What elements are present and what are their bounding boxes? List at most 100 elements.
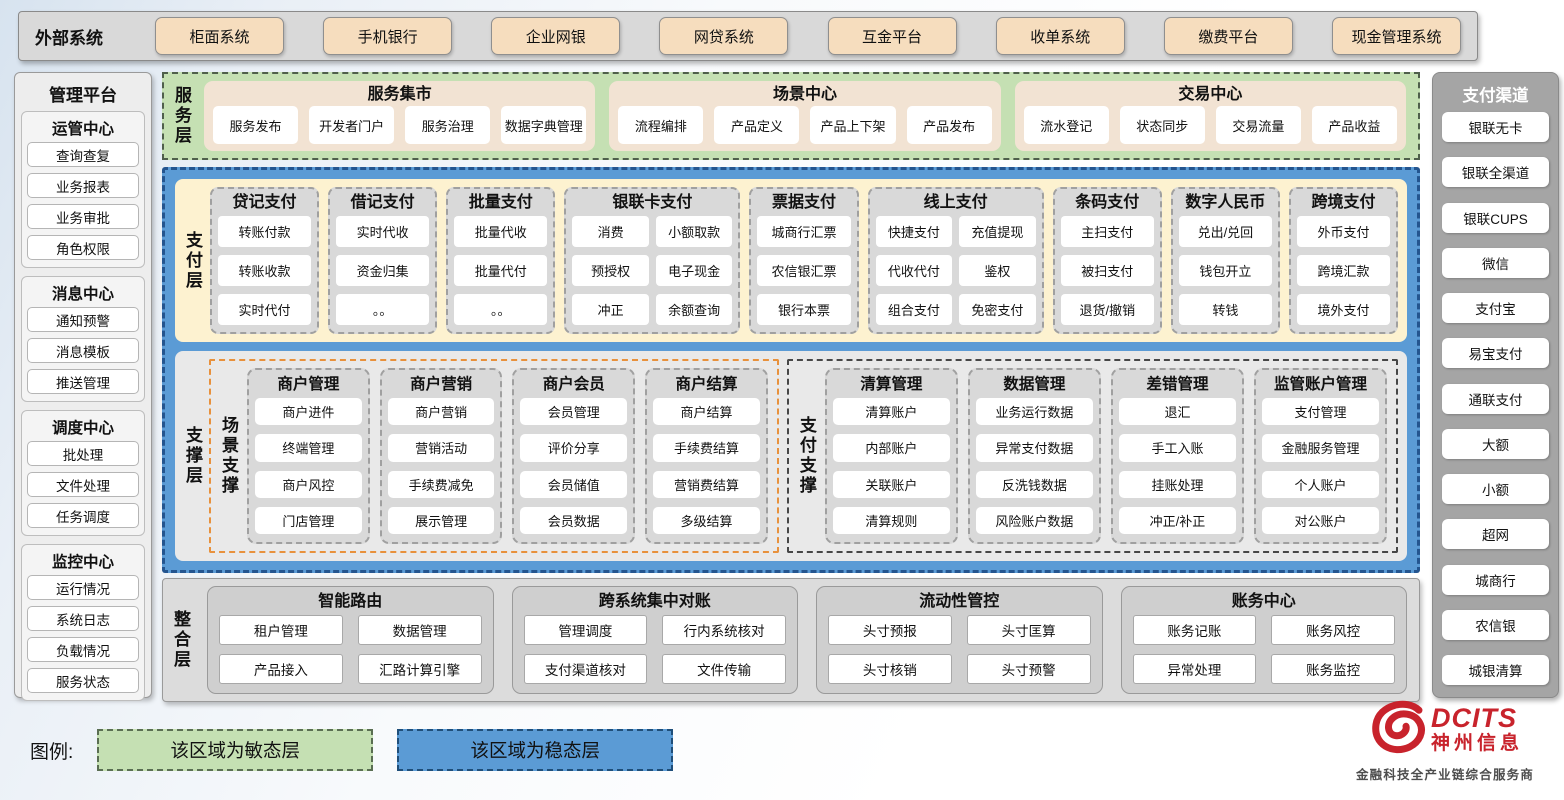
- service-group: 交易中心流水登记状态同步交易流量产品收益: [1014, 81, 1406, 151]
- support-group-items: 商户营销营销活动手续费减免展示管理: [387, 398, 495, 534]
- support-layer-label: 支撑层: [183, 426, 202, 486]
- integration-item-box: 产品接入: [219, 654, 343, 684]
- payment-group-title: 条码支付: [1075, 194, 1140, 211]
- payment-channel-box: 超网: [1442, 519, 1549, 550]
- payment-group: 票据支付城商行汇票农信银汇票银行本票: [749, 187, 859, 334]
- management-group-title: 消息中心: [51, 286, 114, 303]
- payment-group: 条码支付主扫支付被扫支付退货/撤销: [1052, 187, 1162, 334]
- support-group: 商户管理商户进件终端管理商户风控门店管理: [247, 368, 370, 544]
- service-group: 服务集市服务发布开发者门户服务治理数据字典管理: [204, 81, 596, 151]
- external-system-box: 手机银行: [323, 17, 453, 55]
- payment-item-box: 快捷支付: [875, 216, 953, 247]
- payment-item-box: 充值提现: [959, 216, 1036, 247]
- support-group-items: 商户结算手续费结算营销费结算多级结算: [653, 398, 760, 534]
- service-item-box: 产品收益: [1311, 106, 1397, 144]
- payment-group-items: 转账付款转账收款实时代付: [218, 216, 312, 325]
- support-item-box: 评价分享: [520, 434, 628, 462]
- service-item-box: 产品定义: [714, 106, 800, 144]
- support-group-title: 商户营销: [410, 376, 473, 393]
- integration-item-box: 租户管理: [219, 615, 343, 645]
- payment-group-title: 数字人民币: [1185, 194, 1266, 211]
- payment-item-box: 被扫支付: [1060, 255, 1154, 286]
- payment-channel-box: 银联全渠道: [1442, 157, 1549, 188]
- support-item-box: 个人账户: [1261, 470, 1379, 498]
- payment-group: 贷记支付转账付款转账收款实时代付: [210, 187, 320, 334]
- support-item-box: 金融服务管理: [1261, 434, 1379, 462]
- support-item-box: 门店管理: [255, 506, 362, 534]
- support-item-box: 清算规则: [832, 506, 950, 534]
- payment-group-title: 银联卡支付: [612, 194, 693, 211]
- payment-channel-box: 支付宝: [1442, 293, 1549, 323]
- management-group: 运管中心查询查复业务报表业务审批角色权限: [21, 111, 145, 268]
- payment-item-box: 主扫支付: [1060, 216, 1154, 247]
- integration-layer-label: 整合层: [171, 610, 190, 670]
- external-systems-label: 外部系统: [35, 28, 103, 48]
- support-layer: 支撑层 场景支撑商户管理商户进件终端管理商户风控门店管理商户营销商户营销营销活动…: [175, 351, 1407, 561]
- service-item-box: 数据字典管理: [501, 106, 587, 144]
- integration-item-box: 支付渠道核对: [523, 654, 648, 684]
- support-item-box: 内部账户: [832, 434, 950, 462]
- payment-channel-box: 农信银: [1442, 609, 1549, 640]
- support-group-items: 业务运行数据异常支付数据反洗钱数据风险账户数据: [975, 398, 1093, 534]
- payment-channel-box: 易宝支付: [1442, 338, 1549, 369]
- payment-channel-box: 银联CUPS: [1442, 202, 1549, 233]
- support-item-box: 商户进件: [255, 398, 362, 426]
- integration-group-items: 租户管理数据管理产品接入汇路计算引擎: [219, 615, 482, 684]
- external-systems-bar: 外部系统 柜面系统手机银行企业网银网贷系统互金平台收单系统缴费平台现金管理系统: [18, 11, 1478, 61]
- management-group: 消息中心通知预警消息模板推送管理: [21, 276, 145, 402]
- integration-group-title: 流动性管控: [919, 593, 1000, 610]
- management-item-box: 任务调度: [27, 503, 139, 528]
- management-group-title: 监控中心: [51, 554, 114, 571]
- support-section-dark: 支付支撑清算管理清算账户内部账户关联账户清算规则数据管理业务运行数据异常支付数据…: [786, 359, 1398, 553]
- payment-item-box: 农信银汇票: [757, 255, 851, 286]
- management-item-box: 文件处理: [27, 472, 139, 497]
- payment-item-box: 城商行汇票: [757, 216, 851, 247]
- management-item-box: 业务报表: [27, 173, 139, 198]
- integration-group-items: 管理调度行内系统核对支付渠道核对文件传输: [523, 615, 786, 684]
- payment-item-box: 预授权: [572, 255, 649, 286]
- support-item-box: 清算账户: [832, 398, 950, 426]
- payment-group-title: 跨境支付: [1311, 194, 1376, 211]
- management-item-box: 角色权限: [27, 235, 139, 260]
- payment-item-box: 小额取款: [655, 216, 733, 247]
- management-item-box: 系统日志: [27, 606, 139, 631]
- management-group: 监控中心运行情况系统日志负载情况服务状态: [21, 544, 145, 701]
- logo-row: DCITS 神州信息: [1367, 698, 1523, 761]
- payment-group: 数字人民币兑出/兑回钱包开立转钱: [1170, 187, 1280, 334]
- payment-item-box: 余额查询: [655, 294, 733, 325]
- support-group-title: 数据管理: [1003, 376, 1066, 393]
- support-group: 监管账户管理支付管理金融服务管理个人账户对公账户: [1253, 368, 1387, 544]
- support-item-box: 风险账户数据: [975, 506, 1093, 534]
- management-item-box: 业务审批: [27, 204, 139, 229]
- integration-item-box: 账务监控: [1271, 654, 1395, 684]
- integration-item-box: 头寸预警: [966, 654, 1091, 684]
- integration-item-box: 行内系统核对: [662, 615, 786, 645]
- payment-channel-box: 通联支付: [1442, 383, 1549, 414]
- integration-group-title: 跨系统集中对账: [598, 593, 711, 610]
- payment-group-items: 外币支付跨境汇款境外支付: [1296, 216, 1391, 325]
- management-group-items: 查询查复业务报表业务审批角色权限: [27, 142, 139, 260]
- service-group: 场景中心流程编排产品定义产品上下架产品发布: [609, 81, 1001, 151]
- payment-channel-box: 城商行: [1442, 564, 1549, 595]
- payment-group-title: 票据支付: [772, 194, 837, 211]
- payment-group-title: 线上支付: [923, 194, 988, 211]
- payment-item-box: 转账付款: [218, 216, 312, 247]
- service-group-title: 服务集市: [367, 86, 432, 103]
- payment-channel-box: 微信: [1442, 247, 1549, 278]
- support-section-orange: 场景支撑商户管理商户进件终端管理商户风控门店管理商户营销商户营销营销活动手续费减…: [209, 359, 779, 553]
- support-group: 商户营销商户营销营销活动手续费减免展示管理: [379, 368, 503, 544]
- support-group-items: 会员管理评价分享会员储值会员数据: [520, 398, 628, 534]
- management-item-box: 推送管理: [27, 369, 139, 394]
- integration-item-box: 汇路计算引擎: [357, 654, 482, 684]
- payment-item-box: 退货/撤销: [1060, 294, 1154, 325]
- payment-item-box: 资金归集: [336, 255, 430, 286]
- management-group-items: 通知预警消息模板推送管理: [27, 307, 139, 394]
- support-item-box: 反洗钱数据: [975, 470, 1093, 498]
- support-group-items: 退汇手工入账挂账处理冲正/补正: [1118, 398, 1236, 534]
- support-group: 数据管理业务运行数据异常支付数据反洗钱数据风险账户数据: [967, 368, 1101, 544]
- management-group-title: 运管中心: [51, 121, 114, 138]
- support-section-label: 场景支撑: [219, 416, 238, 496]
- support-group: 商户结算商户结算手续费结算营销费结算多级结算: [645, 368, 768, 544]
- payment-item-box: 实时代付: [218, 294, 312, 325]
- support-item-box: 展示管理: [387, 506, 495, 534]
